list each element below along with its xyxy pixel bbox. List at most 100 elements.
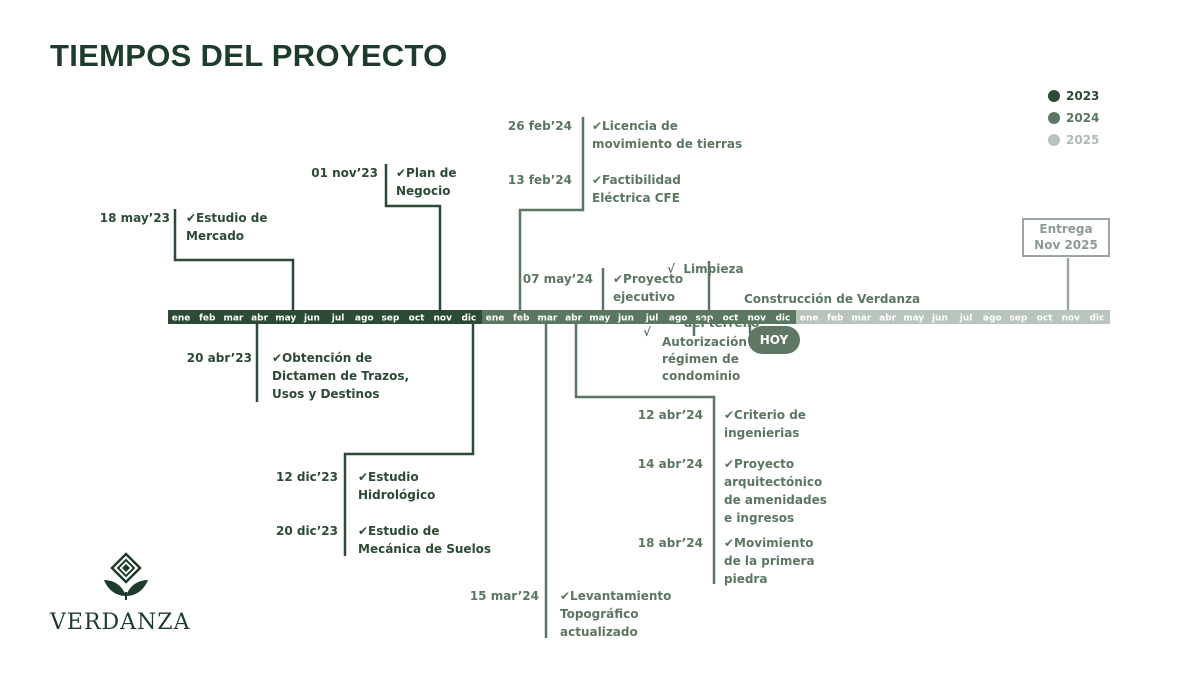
month-label: feb [513,314,530,324]
event-text-line: ✔Movimiento [724,536,814,550]
event-date: 07 may’24 [522,272,593,286]
event-date: 20 abr’23 [186,351,252,365]
event-text: ✔Factibilidad Eléctrica CFE [592,171,681,207]
month-label: jun [303,314,320,324]
event-text: ✔Movimiento de la primera piedra [724,534,815,588]
event-text: ✔Proyecto arquitectónico de amenidades e… [724,455,827,527]
event-text-line: arquitectónico [724,475,823,489]
month-label: sep [1009,314,1027,324]
timeline-segment-2025 [796,310,1110,324]
month-label: nov [434,314,453,324]
connector-line [384,164,442,310]
event-date: 18 abr’24 [637,536,703,550]
month-label: oct [1037,314,1054,324]
month-label: jul [645,314,659,324]
event-text-line: actualizado [560,625,638,639]
event-text-line: condominio [662,369,741,383]
event-text-line: e ingresos [724,511,795,525]
month-label: ago [983,314,1002,324]
event-date: 12 abr’24 [637,408,703,422]
event-text-line: Dictamen de Trazos, [272,369,410,383]
event-text-line: ✔Proyecto [613,272,684,286]
month-label: ago [669,314,688,324]
month-label: ene [800,314,819,324]
connector-line [173,209,295,310]
event-date: 12 dic’23 [276,470,338,484]
month-label: jun [931,314,948,324]
month-label: abr [565,314,583,324]
month-label: oct [723,314,740,324]
month-label: jul [959,314,973,324]
event-text-line: ✔Obtención de [272,351,373,365]
event-text-line: ✔Plan de [396,166,457,180]
event-date: 14 abr’24 [637,457,703,471]
event-text: ✔Criterio de ingenierias [724,406,806,442]
month-label: jun [617,314,634,324]
event-text: ✔Licencia de movimiento de tierras [592,117,742,153]
event-text-line: Topográfico [560,607,639,621]
month-label: mar [851,314,871,324]
event-text-line: Mercado [186,229,245,243]
event-date: 20 dic’23 [276,524,338,538]
month-label: ago [355,314,374,324]
connector-line [343,324,475,556]
legend-label: 2023 [1066,89,1100,103]
event-text-line: ✔Estudio de [186,211,268,225]
month-label: oct [409,314,426,324]
entrega-box: Entrega Nov 2025 [1022,218,1110,257]
legend-label: 2024 [1066,111,1100,125]
event-text: ✔Estudio Hidrológico [358,468,435,504]
month-label: dic [775,314,790,324]
event-text-line: ✔Criterio de [724,408,806,422]
event-text-line: ✔Proyecto [724,457,795,471]
month-label: feb [199,314,216,324]
event-text: ✔Estudio de Mercado [186,209,268,245]
month-label: jul [331,314,345,324]
event-text-line: ✔Factibilidad [592,173,681,187]
event-text-line: Mecánica de Suelos [358,542,492,556]
month-label: mar [537,314,557,324]
construccion-label: Construcción de Verdanza [744,292,921,306]
event-text: ✔Plan de Negocio [396,164,457,200]
event-text: ✔Obtención de Dictamen de Trazos, Usos y… [272,349,409,403]
month-label: may [589,314,610,324]
event-text-line: √ Limpieza [667,262,744,276]
legend-label: 2025 [1066,133,1100,147]
entrega-line: Nov 2025 [1034,238,1098,252]
event-date: 15 mar’24 [469,589,539,603]
event-date: 26 feb’24 [507,119,572,133]
connector-line [574,324,716,584]
month-label: may [275,314,296,324]
event-date: 13 feb’24 [507,173,572,187]
event-text-line: Usos y Destinos [272,387,380,401]
event-text-line: ✔Estudio de [358,524,440,538]
event-text-line: ejecutivo [613,290,675,304]
event-text-line: ✔Levantamiento [560,589,672,603]
month-label: abr [251,314,269,324]
legend-dot-2025 [1048,134,1060,146]
event-text-line: piedra [724,572,768,586]
event-date: 01 nov’23 [311,166,378,180]
month-label: abr [879,314,897,324]
legend-dot-2023 [1048,90,1060,102]
event-text-line: ✔Licencia de [592,119,678,133]
month-label: dic [461,314,476,324]
event-text-line: de amenidades [724,493,827,507]
event-text-line: √ [643,325,652,339]
event-text-line: régimen de [662,352,739,366]
legend-dot-2024 [1048,112,1060,124]
event-text-line: Negocio [396,184,451,198]
timeline-segment-2024 [482,310,797,324]
logo-wordmark: VERDANZA [50,610,191,635]
event-text: Autorización régimen de condominio [662,334,747,385]
month-label: mar [223,314,243,324]
leaf-logo-icon [104,552,148,600]
event-text: ✔Proyecto ejecutivo [613,270,683,306]
event-limpieza-terreno: √ Limpieza del terreno [667,224,759,350]
event-text-line: Eléctrica CFE [592,191,680,205]
event-text-line: de la primera [724,554,815,568]
event-text-line: ✔Estudio [358,470,419,484]
connector-line [518,117,585,310]
month-label: nov [748,314,767,324]
